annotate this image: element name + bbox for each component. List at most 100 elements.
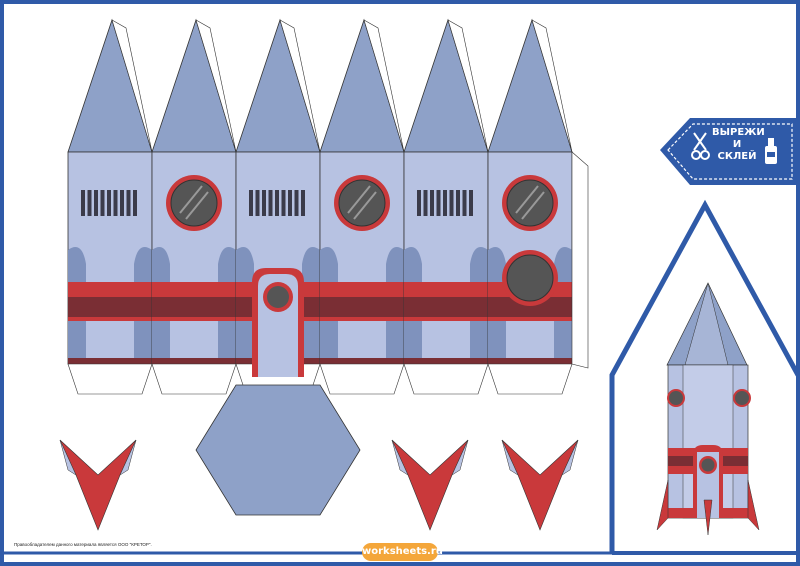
vent-slot [423,190,428,216]
vent-slot [436,190,441,216]
red-band-top-1 [68,282,152,297]
porthole-6 [502,175,558,231]
vent-slot [430,190,434,216]
porthole-4 [334,175,390,231]
porthole-extra [502,250,558,306]
cone-face-1 [67,18,153,153]
red-band-bottom-2 [152,358,236,364]
fin-tab-left [59,439,77,476]
door [252,268,304,377]
vent-slot [462,190,467,216]
porthole-2 [166,175,222,231]
side-glue-flap [571,151,589,369]
vent-slot [288,190,292,216]
red-band-bottom-1 [68,358,152,364]
cone-glue-flap-6 [531,19,573,153]
door-window [267,286,289,308]
rocket-fins [59,439,579,531]
vent-grille-3 [249,190,305,216]
site-pill [362,543,438,561]
red-band-thin-1 [68,317,152,321]
badge-line-1: ВЫРЕЖИ [712,127,765,138]
net-panel-2 [151,18,237,395]
red-band-top-5 [404,282,488,297]
preview-frame [609,199,800,552]
scissors-icon [691,132,710,160]
vent-slot [120,190,124,216]
rocket-base-hexagon [195,384,361,516]
red-band-dark-4 [320,297,404,317]
vent-slot [255,190,260,216]
vent-slot [94,190,98,216]
preview-fin-center [703,499,713,536]
red-band-thin-6 [488,317,572,321]
fin-shape [501,439,579,531]
bottom-glue-flap-5 [403,363,489,395]
fin-3 [501,439,579,531]
vent-slot [249,190,253,216]
fin-tab-right [451,439,469,476]
assembled-rocket-preview [656,282,760,536]
badge-line-3: СКЛЕЙ [717,151,757,162]
cone-glue-flap-1 [111,19,153,153]
cone-glue-flap-4 [363,19,405,153]
fin-tab-left [501,439,519,476]
vent-slot [262,190,266,216]
fin-tab-right [561,439,579,476]
red-band-top-2 [152,282,236,297]
red-band-bottom-4 [320,358,404,364]
vent-slot [449,190,454,216]
site-link[interactable]: worksheets.ru [362,546,443,557]
glue-icon [765,138,777,164]
red-band-dark-6 [488,297,572,317]
red-band-top-4 [320,282,404,297]
vent-slot [100,190,105,216]
bottom-glue-flap-1 [67,363,153,395]
vent-slot [87,190,92,216]
red-band-dark-1 [68,297,152,317]
vent-slot [268,190,273,216]
vent-slot [417,190,421,216]
vent-grille-1 [81,190,137,216]
vent-slot [469,190,473,216]
vent-slot [275,190,279,216]
cone-face-3 [235,18,321,153]
fin-2 [391,439,469,531]
net-panel-1 [67,18,153,395]
net-panel-5 [403,18,489,395]
red-band-dark-2 [152,297,236,317]
red-band-thin-2 [152,317,236,321]
rocket-net [67,18,589,395]
bottom-glue-flap-2 [151,363,237,395]
badge-label: ВЫРЕЖИ И СКЛЕЙ [712,127,765,163]
cone-face-6 [487,18,573,153]
preview-door-window [701,458,715,472]
red-band-thin-5 [404,317,488,321]
vent-grille-5 [417,190,473,216]
cone-face-2 [151,18,237,153]
red-band-dark-5 [404,297,488,317]
fin-1 [59,439,137,531]
vent-slot [113,190,118,216]
vent-slot [443,190,447,216]
vent-slot [133,190,137,216]
vent-slot [126,190,131,216]
vent-slot [456,190,460,216]
red-band-thin-4 [320,317,404,321]
preview-fin-right [747,479,760,531]
vent-slot [107,190,111,216]
red-band-bottom-5 [404,358,488,364]
cone-glue-flap-2 [195,19,237,153]
fin-tab-left [391,439,409,476]
net-panel-4 [319,18,405,395]
vent-slot [281,190,286,216]
bottom-glue-flap-4 [319,363,405,395]
red-band-bottom-6 [488,358,572,364]
cone-glue-flap-3 [279,19,321,153]
cone-face-4 [319,18,405,153]
vent-slot [294,190,299,216]
preview-fin-left [656,479,669,531]
